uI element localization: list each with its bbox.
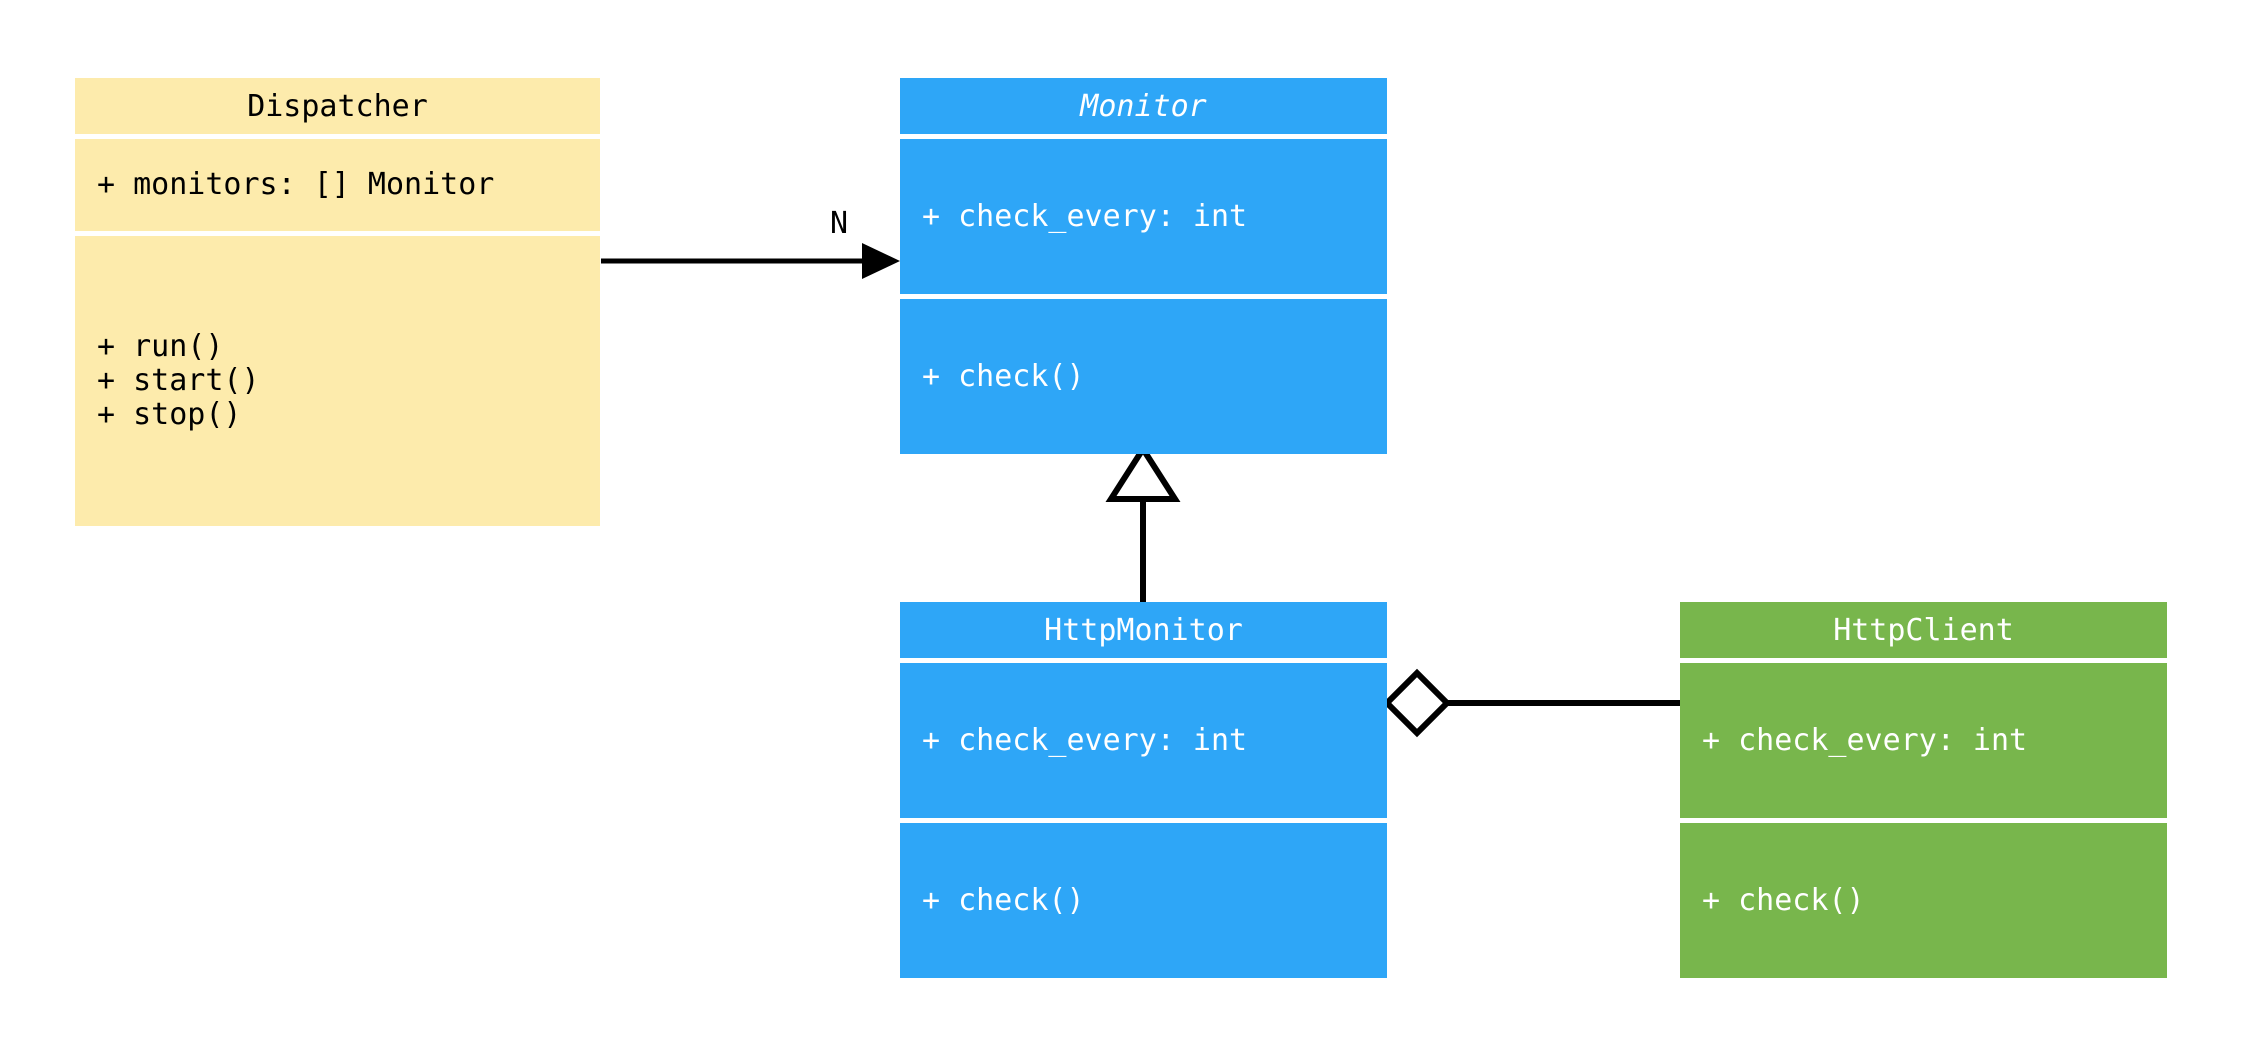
class-attributes-compartment: + check_every: int	[900, 663, 1387, 818]
class-attributes-compartment: + check_every: int	[1680, 663, 2167, 818]
hollow-diamond-icon	[1382, 668, 1452, 738]
class-name-dispatcher: Dispatcher	[247, 88, 428, 124]
class-title-compartment: HttpClient	[1680, 602, 2167, 658]
generalization-httpmonitor-monitor[interactable]	[1105, 443, 1181, 602]
attribute-row: + monitors: [] Monitor	[97, 167, 495, 202]
class-operations-compartment: + check()	[1680, 823, 2167, 978]
class-title-compartment: Monitor	[900, 78, 1387, 134]
solid-arrowhead-icon	[862, 243, 900, 279]
attribute-row: + check_every: int	[922, 198, 1248, 234]
class-title-compartment: HttpMonitor	[900, 602, 1387, 658]
class-title-compartment: Dispatcher	[75, 78, 600, 134]
operation-row: + stop()	[97, 397, 242, 432]
class-box-httpclient[interactable]: HttpClient + check_every: int + check()	[1680, 602, 2167, 978]
class-name-httpmonitor: HttpMonitor	[1044, 612, 1243, 648]
class-box-dispatcher[interactable]: Dispatcher + monitors: [] Monitor + run(…	[75, 78, 600, 526]
class-box-httpmonitor[interactable]: HttpMonitor + check_every: int + check()	[900, 602, 1387, 978]
class-box-monitor[interactable]: Monitor + check_every: int + check()	[900, 78, 1387, 454]
association-multiplicity-label: N	[830, 206, 849, 241]
attribute-row: + check_every: int	[922, 722, 1248, 758]
class-name-httpclient: HttpClient	[1833, 612, 2014, 648]
operation-row: + run()	[97, 329, 224, 364]
operation-row: + start()	[97, 363, 260, 398]
class-operations-compartment: + run() + start() + stop()	[75, 236, 600, 526]
class-attributes-compartment: + monitors: [] Monitor	[75, 139, 600, 231]
class-operations-compartment: + check()	[900, 823, 1387, 978]
aggregation-httpmonitor-httpclient[interactable]	[1382, 668, 1680, 738]
attribute-row: + check_every: int	[1702, 722, 2028, 758]
hollow-triangle-icon	[1105, 443, 1181, 502]
operation-row: + check()	[922, 358, 1085, 394]
class-attributes-compartment: + check_every: int	[900, 139, 1387, 294]
class-name-monitor: Monitor	[1080, 88, 1207, 124]
class-operations-compartment: + check()	[900, 299, 1387, 454]
operation-row: + check()	[922, 882, 1085, 918]
operation-row: + check()	[1702, 882, 1865, 918]
association-dispatcher-monitor[interactable]	[601, 243, 900, 279]
